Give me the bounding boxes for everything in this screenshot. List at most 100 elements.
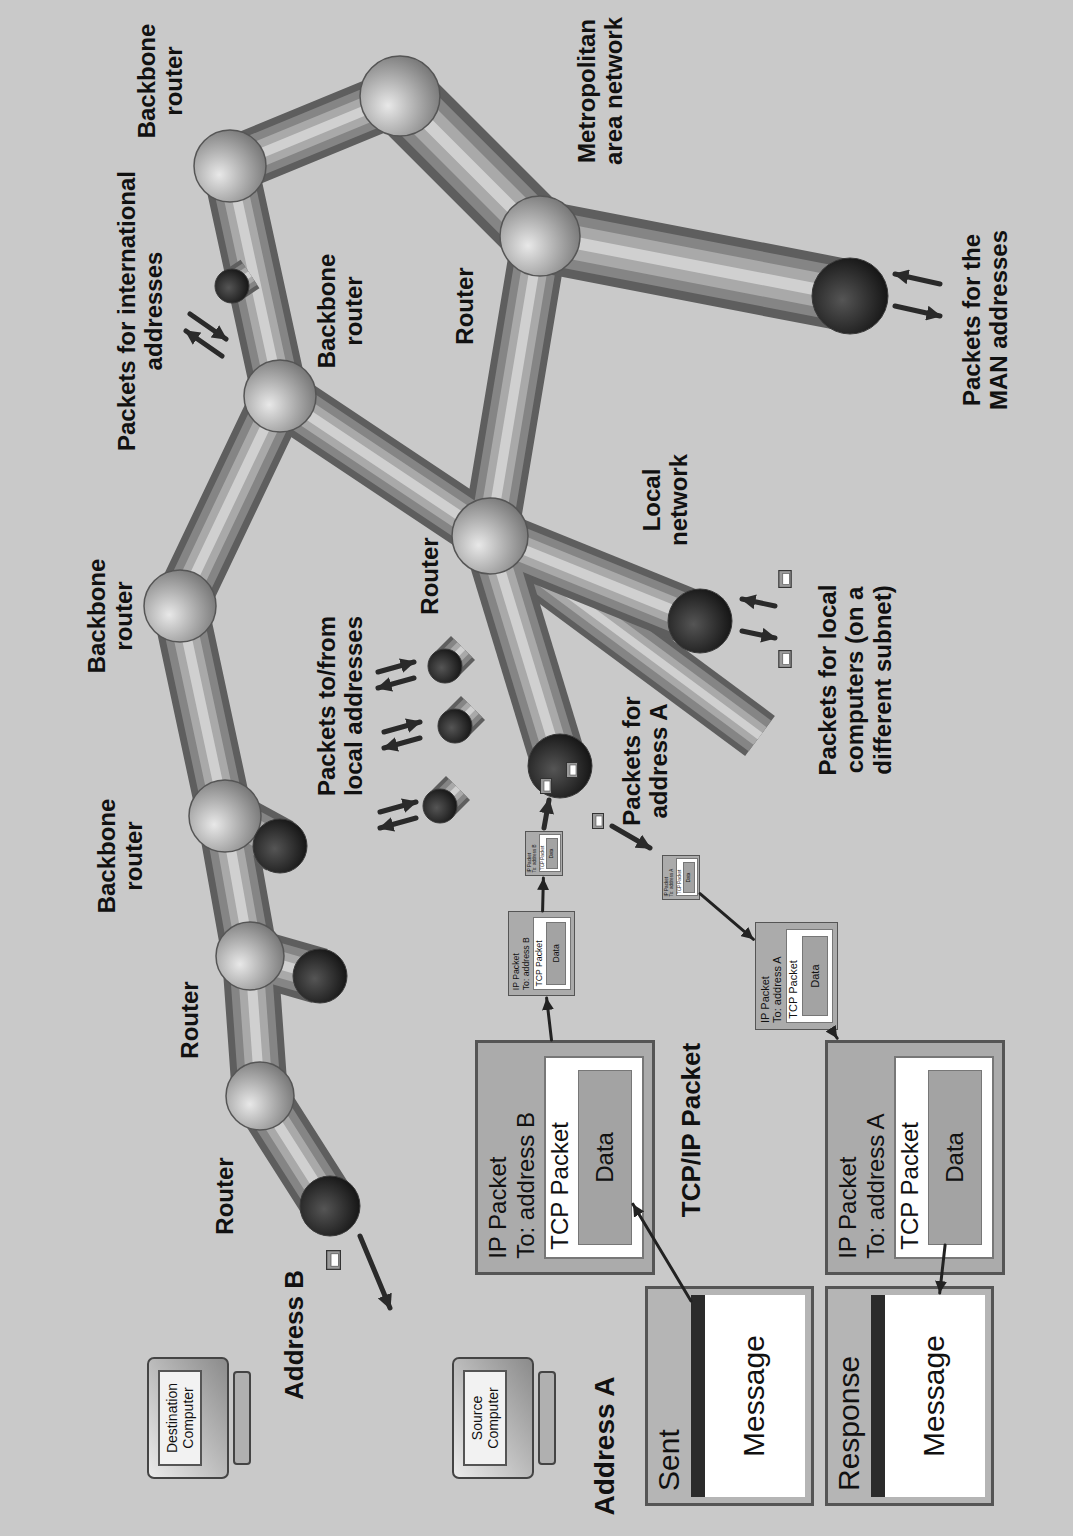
message-box: Message (871, 1295, 985, 1497)
flow-connector (541, 878, 545, 911)
packet-icon (779, 651, 791, 668)
ip-packet: IP PacketTo: address ATCP Packet Data (662, 855, 700, 900)
backbone-hub (244, 360, 316, 432)
flow-arrow (895, 306, 940, 316)
node-text: IP Packet (511, 914, 521, 993)
tube-opening (668, 589, 732, 653)
traffic-label: Packets to/from local addresses (313, 586, 368, 826)
network-label: Metropolitan area network (573, 6, 628, 176)
node-text: To: address B (512, 1049, 540, 1266)
router-hub (452, 498, 528, 574)
packet-icon (567, 763, 578, 778)
flow-arrow (384, 722, 420, 732)
flow-arrow (378, 678, 414, 688)
router-label: Router (416, 526, 444, 626)
ip-packet: IP PacketTo: address ATCP PacketData (755, 922, 838, 1030)
node-text: TCP Packet (546, 1058, 574, 1257)
node-text: IP Packet (527, 833, 532, 874)
flow-arrow (544, 800, 549, 828)
flow-arrow (742, 599, 775, 606)
packet-icon (327, 1251, 341, 1270)
data-field: Data (578, 1070, 632, 1245)
flow-arrow (384, 738, 420, 748)
flow-arrow (895, 274, 940, 284)
node-text: Response (828, 1289, 871, 1503)
tcp-packet: TCP PacketData (539, 834, 561, 872)
node-text: Destination Computer (164, 1376, 196, 1460)
node-text: TCP Packet (534, 918, 544, 990)
packet-icons (327, 571, 792, 1270)
traffic-label: Packets for international addresses (113, 151, 168, 471)
node-text: To: address B (521, 914, 531, 993)
monitor-bezel (453, 1358, 533, 1478)
network-label: Local network (638, 445, 693, 555)
packet-caption: TCP/IP Packet (677, 1040, 707, 1220)
message-panel: Sent Message (645, 1286, 814, 1506)
node-text: Data (549, 839, 554, 868)
tcp-packet: TCP PacketData (894, 1056, 994, 1259)
node-text: To: address A (862, 1049, 890, 1266)
tube-opening (428, 649, 462, 683)
traffic-label: Packets for address A (618, 691, 673, 831)
tcp-packet: TCP Packet Data (676, 858, 698, 896)
node-text: IP Packet (484, 1049, 512, 1266)
keyboard (234, 1372, 250, 1464)
node-text: Message (917, 1335, 952, 1457)
message-box: Message (691, 1295, 805, 1497)
ip-packet: IP PacketTo: address ATCP PacketData (825, 1040, 1005, 1275)
router-hub (216, 922, 284, 990)
ip-packet: IP PacketTo: address BTCP PacketData (525, 831, 563, 876)
tcp-packet: TCP PacketData (533, 917, 571, 991)
flow-connector (832, 1030, 837, 1038)
router-hub (500, 196, 580, 276)
backbone-hub (144, 570, 216, 642)
traffic-label: Packets for the MAN addresses (958, 210, 1013, 430)
node-text: Sent (648, 1289, 691, 1503)
keyboard (539, 1372, 555, 1464)
traffic-label: Packets for local computers (on a differ… (814, 560, 897, 800)
data-field: Data (928, 1070, 982, 1245)
node-text: To: address B (532, 833, 537, 874)
node-text: IP Packet (664, 857, 669, 898)
packet-icon (593, 814, 604, 829)
tube-opening (293, 949, 347, 1003)
tube-opening (528, 734, 592, 798)
tcp-packet: TCP Packet Data (786, 929, 833, 1023)
node-text: TCP Packet (787, 930, 800, 1022)
node-text: IP Packet (759, 926, 772, 1026)
flow-arrow (190, 314, 226, 339)
router-hub (226, 1062, 294, 1130)
flow-arrow (380, 802, 416, 812)
flow-arrow (612, 826, 650, 848)
node-text: Message (737, 1335, 772, 1457)
router-label: Backbone router (313, 246, 368, 376)
ip-packet: IP PacketTo: address BTCP PacketData (508, 911, 575, 996)
node-text: TCP Packet (677, 859, 682, 895)
node-text: TCP Packet (896, 1058, 924, 1257)
node-text: To: address A (669, 857, 674, 898)
data-field: Data (546, 838, 558, 869)
node-text: Data (686, 863, 691, 892)
tube-opening (253, 819, 307, 873)
tube-opening (300, 1176, 360, 1236)
backbone-hub (194, 130, 266, 202)
tube-opening (423, 789, 457, 823)
data-field: Data (546, 922, 567, 985)
data-field: Data (683, 862, 695, 893)
tube-opening (812, 258, 888, 334)
message-panel: Response Message (825, 1286, 994, 1506)
flow-connector (700, 894, 754, 940)
node-text: Data (591, 1071, 619, 1244)
address-label: Address A (589, 1366, 621, 1526)
flow-connector (547, 998, 552, 1040)
router-label: Backbone router (93, 791, 148, 921)
tcp-packet: TCP Packet Data (544, 1056, 644, 1259)
router-label: Backbone router (133, 16, 188, 146)
monitor-bezel (148, 1358, 228, 1478)
router-hubs (144, 56, 580, 1130)
flow-arrow (380, 818, 416, 828)
node-text: Data (809, 937, 822, 1016)
